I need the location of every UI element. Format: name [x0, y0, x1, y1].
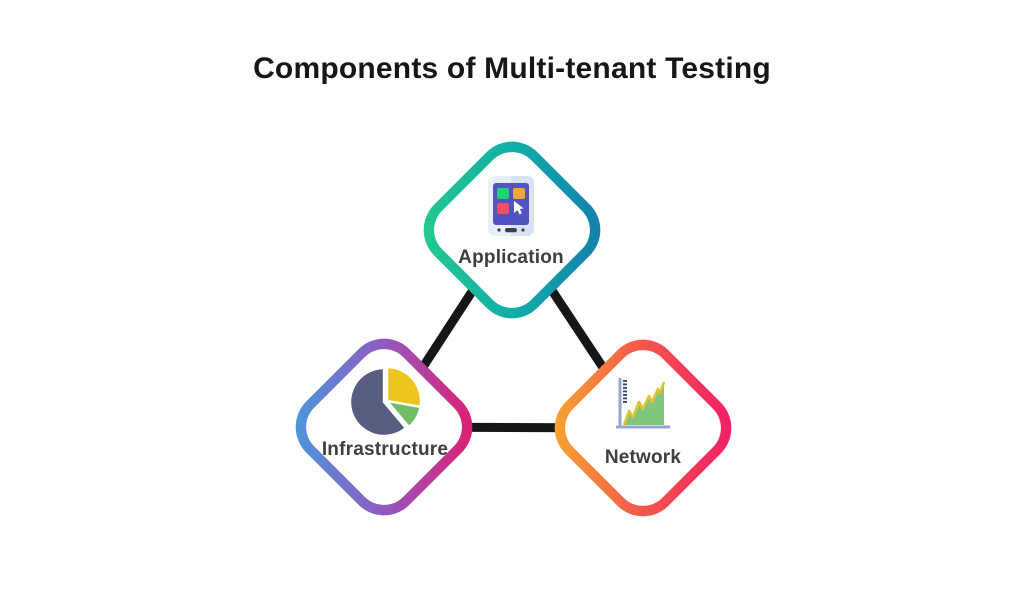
- diagram-title: Components of Multi-tenant Testing: [253, 52, 771, 85]
- node-application-label: Application: [458, 247, 564, 268]
- area-chart-icon: [611, 375, 673, 433]
- node-network-label: Network: [604, 447, 682, 468]
- pie-chart-icon: [347, 365, 423, 438]
- node-infrastructure-label: Infrastructure: [321, 439, 449, 460]
- mobile-app-grid-icon: [487, 175, 535, 237]
